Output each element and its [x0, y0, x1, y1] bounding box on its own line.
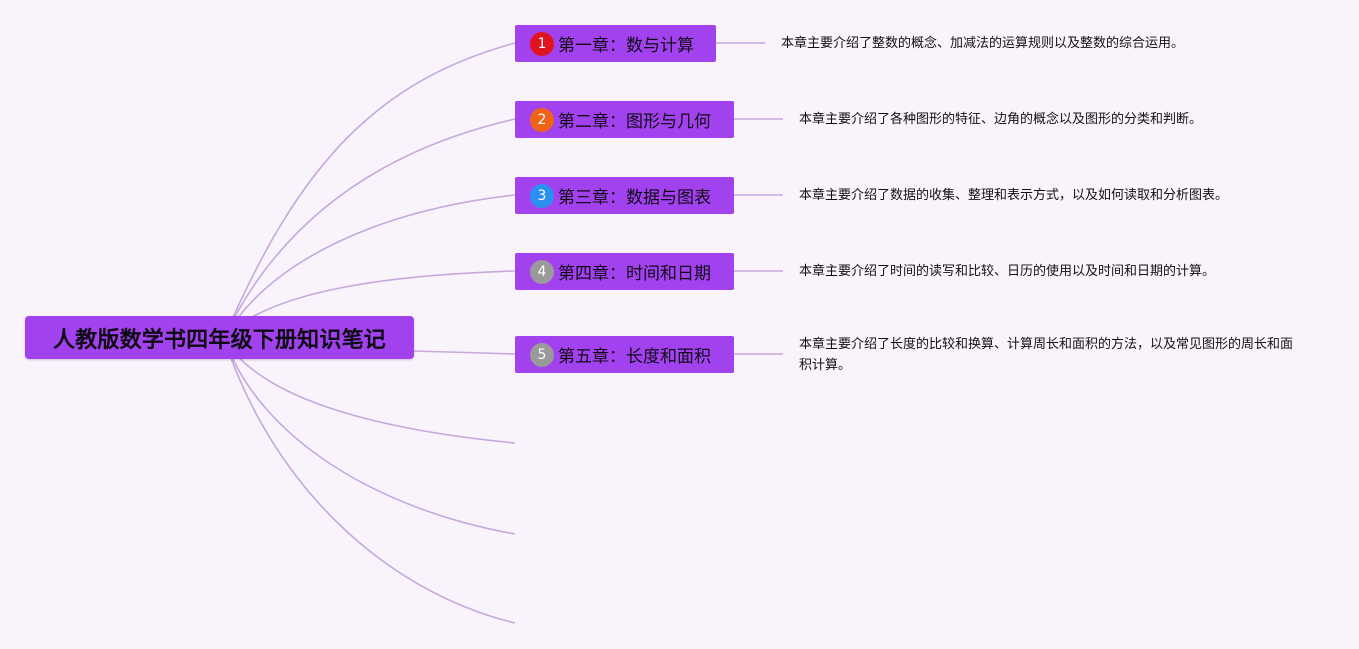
branch-link-empty-2 [223, 337, 516, 535]
branch-link-2 [223, 118, 516, 339]
chapter-description-5[interactable]: 本章主要介绍了长度的比较和换算、计算周长和面积的方法，以及常见图形的周长和面积计… [799, 334, 1299, 376]
branch-link-empty-3 [223, 337, 516, 624]
branch-link-1 [223, 42, 516, 339]
priority-2-icon: 2 [530, 107, 554, 132]
priority-5-icon: 5 [530, 342, 554, 367]
chapter-description-4[interactable]: 本章主要介绍了时间的读写和比较、日历的使用以及时间和日期的计算。 [799, 261, 1215, 282]
chapter-description-text: 本章主要介绍了长度的比较和换算、计算周长和面积的方法，以及常见图形的周长和面积计… [799, 337, 1294, 373]
chapter-description-2[interactable]: 本章主要介绍了各种图形的特征、边角的概念以及图形的分类和判断。 [799, 109, 1202, 130]
root-topic-label: 人教版数学书四年级下册知识笔记 [52, 327, 386, 353]
root-topic[interactable]: 人教版数学书四年级下册知识笔记 [25, 316, 414, 359]
chapter-description-text: 本章主要介绍了时间的读写和比较、日历的使用以及时间和日期的计算。 [799, 264, 1216, 279]
chapter-topic-label: 第三章：数据与图表 [558, 188, 711, 208]
branch-link-3 [223, 194, 516, 339]
chapter-topic-label: 第四章：时间和日期 [558, 264, 711, 284]
branch-link-empty-1 [223, 337, 516, 444]
chapter-topic-label: 第一章：数与计算 [558, 36, 694, 56]
chapter-description-text: 本章主要介绍了数据的收集、整理和表示方式，以及如何读取和分析图表。 [799, 188, 1229, 203]
chapter-description-text: 本章主要介绍了各种图形的特征、边角的概念以及图形的分类和判断。 [799, 112, 1203, 127]
chapter-topic-label: 第五章：长度和面积 [558, 347, 711, 367]
chapter-topic-3[interactable]: 3 第三章：数据与图表 [515, 177, 734, 214]
chapter-topic-4[interactable]: 4 第四章：时间和日期 [515, 253, 734, 290]
chapter-description-text: 本章主要介绍了整数的概念、加减法的运算规则以及整数的综合运用。 [781, 36, 1185, 51]
chapter-topic-1[interactable]: 1 第一章：数与计算 [515, 25, 716, 62]
chapter-description-1[interactable]: 本章主要介绍了整数的概念、加减法的运算规则以及整数的综合运用。 [781, 33, 1184, 54]
priority-1-icon: 1 [530, 31, 554, 56]
chapter-description-3[interactable]: 本章主要介绍了数据的收集、整理和表示方式，以及如何读取和分析图表。 [799, 185, 1228, 206]
priority-4-icon: 4 [530, 259, 554, 284]
priority-3-icon: 3 [530, 183, 554, 208]
chapter-topic-5[interactable]: 5 第五章：长度和面积 [515, 336, 734, 373]
chapter-topic-label: 第二章：图形与几何 [558, 112, 711, 132]
branch-link-5 [413, 350, 516, 355]
chapter-topic-2[interactable]: 2 第二章：图形与几何 [515, 101, 734, 138]
